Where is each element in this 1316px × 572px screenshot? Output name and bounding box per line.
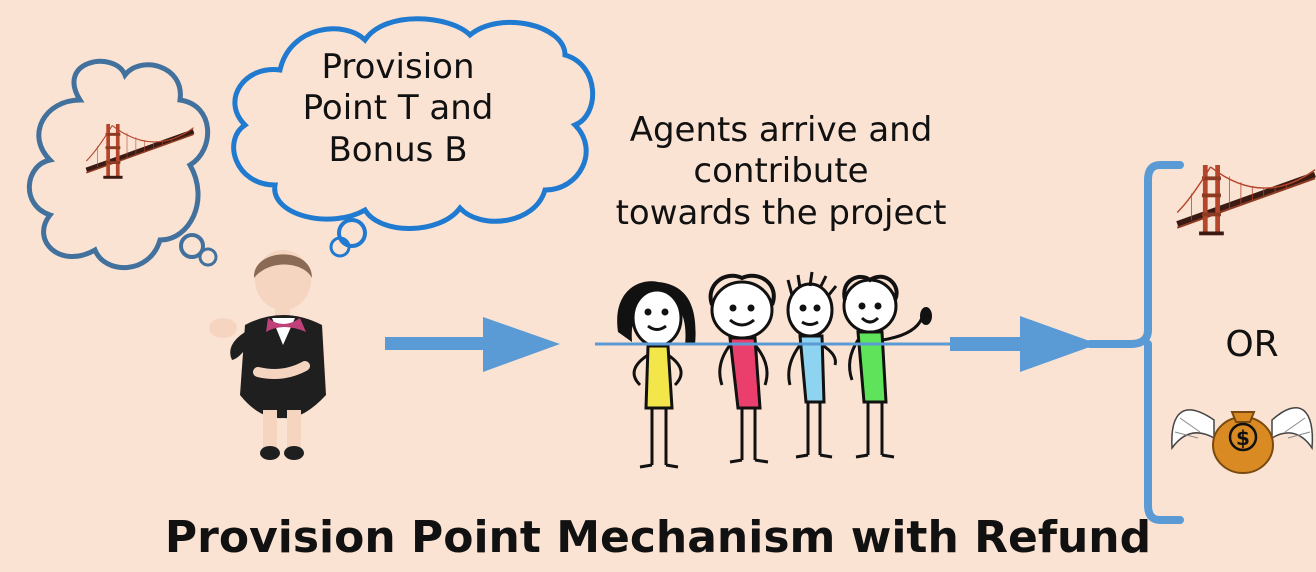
provision-bubble-text: Provision Point T and Bonus B xyxy=(282,47,514,171)
agents-caption: Agents arrive and contribute towards the… xyxy=(585,110,977,234)
bridge-outcome-icon xyxy=(1177,165,1315,235)
agents-line-3: towards the project xyxy=(615,192,947,233)
provision-line-3: Bonus B xyxy=(328,129,468,170)
organizer-figure xyxy=(209,250,326,460)
agents-line-2: contribute xyxy=(693,151,869,192)
outcome-bracket xyxy=(1086,161,1184,524)
svg-text:$: $ xyxy=(1236,426,1250,450)
provision-thought-cloud xyxy=(231,16,596,258)
page-title: Provision Point Mechanism with Refund xyxy=(164,512,1152,563)
bridge-thought-cloud xyxy=(26,58,218,271)
bridge-icon xyxy=(86,124,193,179)
arrow-to-outcomes xyxy=(595,316,1098,372)
provision-line-2: Point T and xyxy=(302,88,494,129)
agents-group xyxy=(617,271,932,469)
or-label: OR xyxy=(1225,324,1279,365)
provision-line-1: Provision xyxy=(321,47,475,87)
agents-line-1: Agents arrive and xyxy=(629,110,933,150)
flying-money-bag-icon: $ xyxy=(1171,407,1314,474)
arrow-to-agents xyxy=(385,317,560,372)
